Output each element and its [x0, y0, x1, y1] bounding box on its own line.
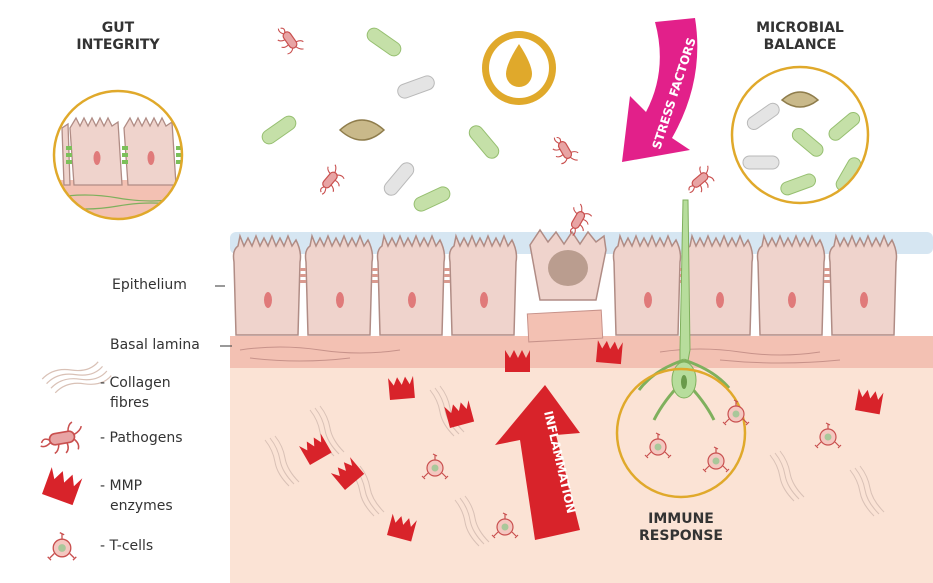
microbial-balance-title: MICROBIAL BALANCE	[756, 20, 844, 53]
damaged-cell	[526, 228, 607, 343]
immune-response-title: IMMUNE RESPONSE	[639, 511, 723, 544]
legend-tcells-label: - T-cells	[100, 538, 154, 554]
mmp-enzyme-icon	[42, 467, 83, 506]
microbial-balance-inset	[730, 65, 870, 205]
inflammation-arrow: INFLAMMATION	[495, 385, 580, 540]
gut-integrity-title: GUT INTEGRITY	[76, 20, 160, 53]
immune-response-circle	[615, 367, 747, 499]
water-drop-icon	[482, 31, 556, 105]
legend-icons	[36, 361, 112, 561]
pathogen-icon	[36, 419, 87, 458]
legend-collagen-label: - Collagen fibres	[100, 375, 171, 411]
epithelium-label: Epithelium	[112, 277, 187, 293]
lumen-microbes	[261, 27, 500, 212]
basal-lamina-band	[230, 336, 933, 368]
stress-factors-arrow: STRESS FACTORS	[622, 18, 699, 162]
gut-integrity-inset	[52, 89, 184, 221]
collagen-fibres-icon	[41, 361, 112, 394]
basal-lamina-label: Basal lamina	[110, 337, 200, 353]
legend-mmp-label: - MMP enzymes	[100, 478, 173, 514]
t-cell-icon	[47, 531, 77, 561]
legend-pathogens-label: - Pathogens	[100, 430, 183, 446]
